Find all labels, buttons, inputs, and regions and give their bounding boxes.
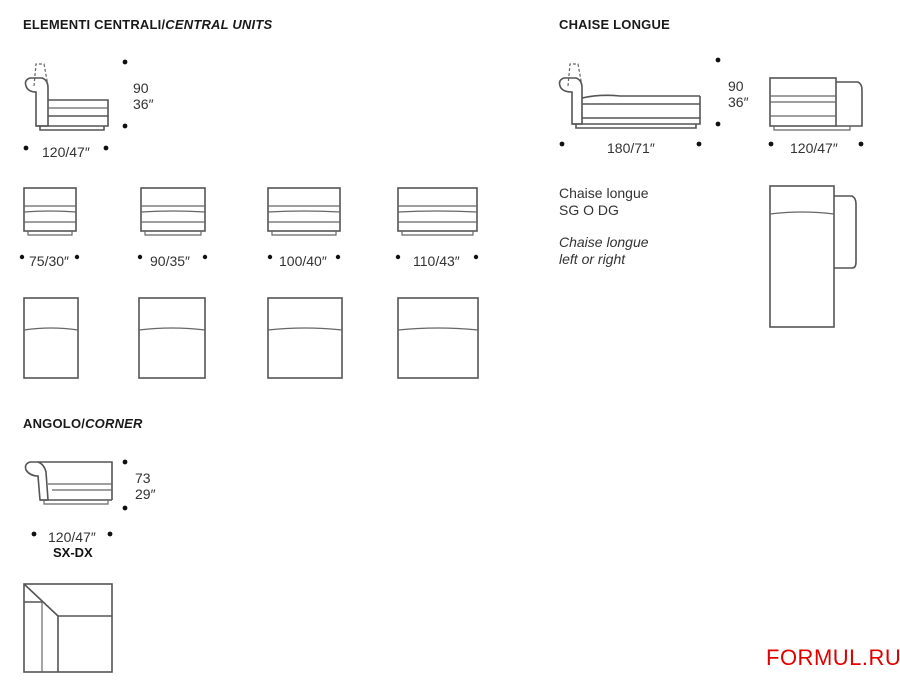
chaise-name-en: Chaise longue — [559, 234, 649, 250]
chaise-top-view — [769, 185, 857, 328]
chaise-height-cm: 90 — [728, 78, 744, 94]
central-height-in: 36″ — [133, 96, 154, 112]
central-heading-en: CENTRAL UNITS — [165, 17, 273, 32]
chaise-name-it: Chaise longue — [559, 185, 649, 201]
unit-width-dots — [19, 254, 479, 260]
chaise-end-view — [769, 77, 863, 131]
chaise-sides-en: left or right — [559, 251, 626, 267]
unit-front-75 — [23, 187, 77, 236]
unit-top-100 — [267, 297, 343, 379]
unit-width-label-90: 90/35″ — [150, 253, 190, 269]
unit-front-110 — [397, 187, 478, 236]
corner-depth-label: 120/47″ — [48, 529, 96, 545]
watermark: FORMUL.RU — [766, 645, 900, 670]
central-heading-it: ELEMENTI CENTRALI/ — [23, 17, 166, 32]
corner-heading-it: ANGOLO/ — [23, 416, 86, 431]
unit-front-100 — [267, 187, 341, 236]
corner-dim-dots — [31, 459, 128, 537]
corner-height-in: 29″ — [135, 486, 156, 502]
chaise-height-in: 36″ — [728, 94, 749, 110]
central-height-cm: 90 — [133, 80, 149, 96]
chaise-dim-dots — [559, 57, 721, 147]
unit-width-label-100: 100/40″ — [279, 253, 327, 269]
unit-width-label-110: 110/43″ — [413, 253, 460, 269]
central-units-heading: ELEMENTI CENTRALI/CENTRAL UNITS — [23, 17, 272, 32]
chaise-code: SG O DG — [559, 202, 619, 218]
unit-front-90 — [140, 187, 206, 236]
unit-width-label-75: 75/30″ — [29, 253, 69, 269]
chaise-depth-label: 120/47″ — [790, 140, 838, 156]
central-dim-dots — [23, 59, 128, 151]
corner-heading: ANGOLO/CORNER — [23, 416, 143, 431]
chaise-length-label: 180/71″ — [607, 140, 655, 156]
central-unit-side-view — [24, 63, 109, 131]
corner-side-view — [24, 461, 113, 505]
chaise-longue-heading: CHAISE LONGUE — [559, 17, 670, 32]
corner-top-view — [23, 583, 113, 673]
unit-top-75 — [23, 297, 79, 379]
chaise-end-dots — [768, 141, 864, 147]
unit-top-110 — [397, 297, 479, 379]
unit-top-90 — [138, 297, 206, 379]
central-depth-label: 120/47″ — [42, 144, 90, 160]
corner-heading-en: CORNER — [85, 416, 143, 431]
chaise-side-view — [558, 63, 701, 129]
corner-height-cm: 73 — [135, 470, 151, 486]
corner-code: SX-DX — [53, 545, 93, 560]
